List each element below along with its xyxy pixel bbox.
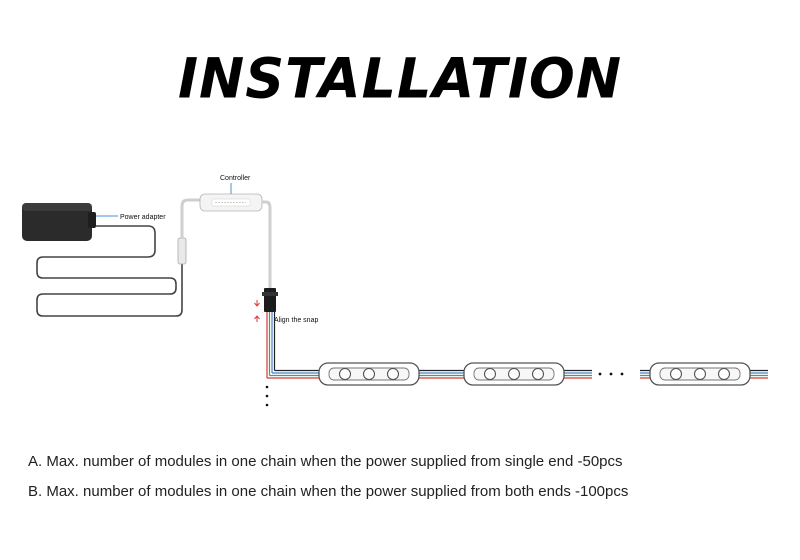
- power-cable: [36, 225, 183, 317]
- snap-arrow-down-icon: [254, 300, 260, 307]
- led-chip: [507, 367, 521, 381]
- vertical-wire-bundle: [266, 312, 276, 378]
- note-both-ends: B. Max. number of modules in one chain w…: [28, 483, 629, 500]
- led-chip: [693, 367, 707, 381]
- controller-label: Controller: [220, 175, 251, 182]
- snap-arrow-up-icon: [254, 315, 260, 322]
- led-chip: [338, 367, 352, 381]
- power-adapter-icon: [22, 203, 96, 241]
- installation-diagram: Power adapter Controller Align the snap: [22, 175, 768, 407]
- led-chip: [362, 367, 376, 381]
- led-module: [318, 362, 420, 386]
- led-chip: [386, 367, 400, 381]
- led-chip: [483, 367, 497, 381]
- led-module: [649, 362, 751, 386]
- align-snap-label: Align the snap: [274, 317, 318, 324]
- led-module: [463, 362, 565, 386]
- snap-connector-icon: [262, 288, 278, 312]
- controller-icon: [199, 193, 263, 212]
- controller-input-cable: [180, 198, 200, 238]
- led-chip: [717, 367, 731, 381]
- controller-output-cable: [262, 200, 272, 290]
- vertical-continuation-dots: [265, 385, 269, 407]
- dc-plug: [177, 237, 187, 265]
- led-chip: [669, 367, 683, 381]
- power-adapter-label: Power adapter: [120, 214, 166, 221]
- notes-list: A. Max. number of modules in one chain w…: [28, 452, 788, 512]
- note-single-end: A. Max. number of modules in one chain w…: [28, 453, 623, 470]
- horizontal-continuation-dots: [592, 365, 640, 381]
- page-title: INSTALLATION: [177, 46, 623, 111]
- led-chip: [531, 367, 545, 381]
